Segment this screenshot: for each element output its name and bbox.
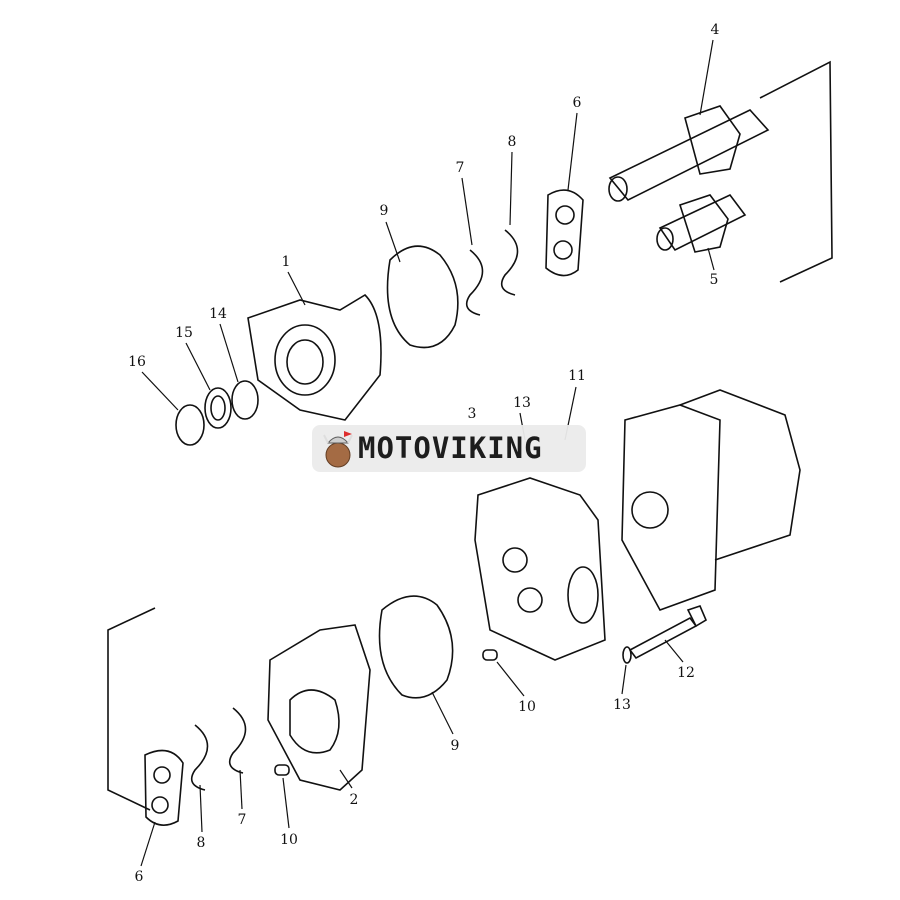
callout-8: 8 bbox=[196, 835, 206, 851]
callout-13: 13 bbox=[613, 697, 631, 713]
plate-part-6-top bbox=[545, 189, 584, 277]
driven-gear-part-5 bbox=[656, 193, 747, 253]
callout-12: 12 bbox=[677, 665, 695, 681]
assembly-bracket-bottom bbox=[107, 607, 156, 811]
watermark-banner: MOTOVIKING bbox=[312, 425, 586, 472]
center-body-part-3 bbox=[474, 477, 606, 661]
callout-10: 10 bbox=[518, 699, 536, 715]
gasket-part-9-top bbox=[386, 245, 459, 349]
callout-2: 2 bbox=[349, 792, 359, 808]
plate-part-6-bottom bbox=[144, 749, 184, 826]
snap-rings-part-14-15-16 bbox=[175, 380, 259, 446]
callout-10: 10 bbox=[280, 832, 298, 848]
callout-7: 7 bbox=[237, 812, 247, 828]
callout-5: 5 bbox=[709, 272, 719, 288]
callout-9: 9 bbox=[379, 203, 389, 219]
callout-11: 11 bbox=[568, 368, 586, 384]
rear-cover bbox=[621, 389, 801, 611]
viking-logo-icon bbox=[323, 431, 353, 468]
callout-1: 1 bbox=[281, 254, 291, 270]
assembly-bracket-top bbox=[759, 60, 833, 283]
callout-9: 9 bbox=[450, 738, 460, 754]
leader-lines bbox=[140, 39, 715, 867]
seal-rings-top bbox=[465, 229, 519, 316]
gear-body-part-2 bbox=[267, 624, 371, 791]
callout-6: 6 bbox=[134, 869, 144, 885]
callout-13: 13 bbox=[513, 395, 531, 411]
callout-8: 8 bbox=[507, 134, 517, 150]
callout-6: 6 bbox=[572, 95, 582, 111]
callout-14: 14 bbox=[209, 306, 227, 322]
callout-15: 15 bbox=[175, 325, 193, 341]
washer-part-13 bbox=[622, 646, 632, 664]
front-housing-part-1 bbox=[247, 293, 382, 421]
bolt-part-12 bbox=[622, 605, 708, 664]
drive-shaft-part-4 bbox=[608, 105, 770, 202]
seal-rings-bottom bbox=[190, 707, 247, 791]
callout-7: 7 bbox=[455, 160, 465, 176]
callout-16: 16 bbox=[128, 354, 146, 370]
watermark-text: MOTOVIKING bbox=[358, 431, 543, 465]
dowel-pins-part-10 bbox=[274, 649, 498, 776]
gasket-part-9-bottom bbox=[378, 595, 454, 699]
callout-4: 4 bbox=[710, 22, 720, 38]
callout-3: 3 bbox=[467, 406, 477, 422]
